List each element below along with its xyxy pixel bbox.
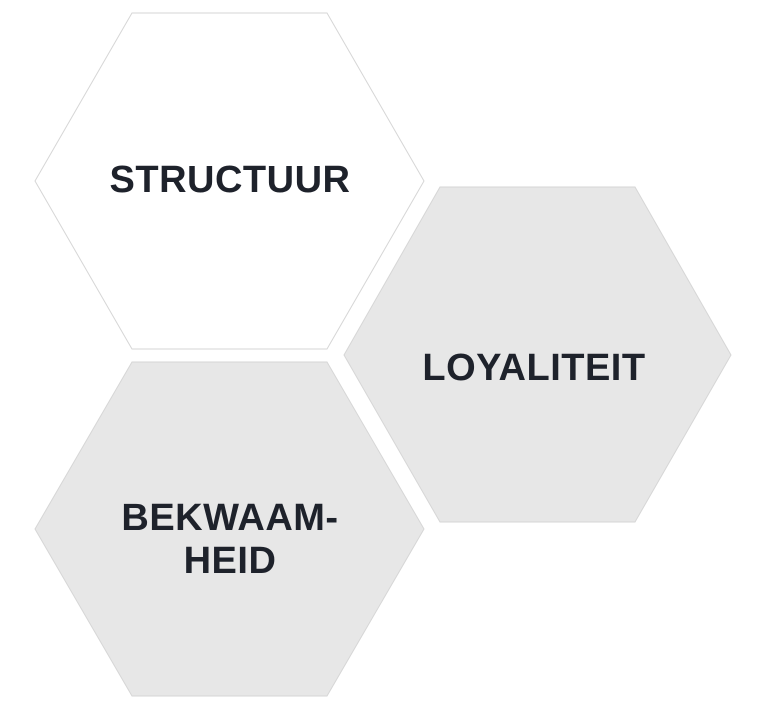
- hexagon-loyaliteit-shape: [343, 186, 732, 523]
- hexagon-bekwaamheid-shape: [34, 361, 425, 697]
- hexagon-loyaliteit: LOYALITEIT: [343, 186, 732, 523]
- hexagon-structuur-label: STRUCTUUR: [110, 159, 351, 201]
- hexagon-loyaliteit-label: LOYALITEIT: [422, 347, 645, 389]
- hexagon-structuur: STRUCTUUR: [34, 12, 425, 350]
- hexagon-bekwaamheid-label-line2: HEID: [184, 540, 277, 582]
- hexagon-structuur-shape: [34, 12, 425, 350]
- hexagon-bekwaamheid-label-line1: BEKWAAM-: [121, 497, 338, 539]
- hexagon-bekwaamheid: BEKWAAM- HEID: [34, 361, 425, 697]
